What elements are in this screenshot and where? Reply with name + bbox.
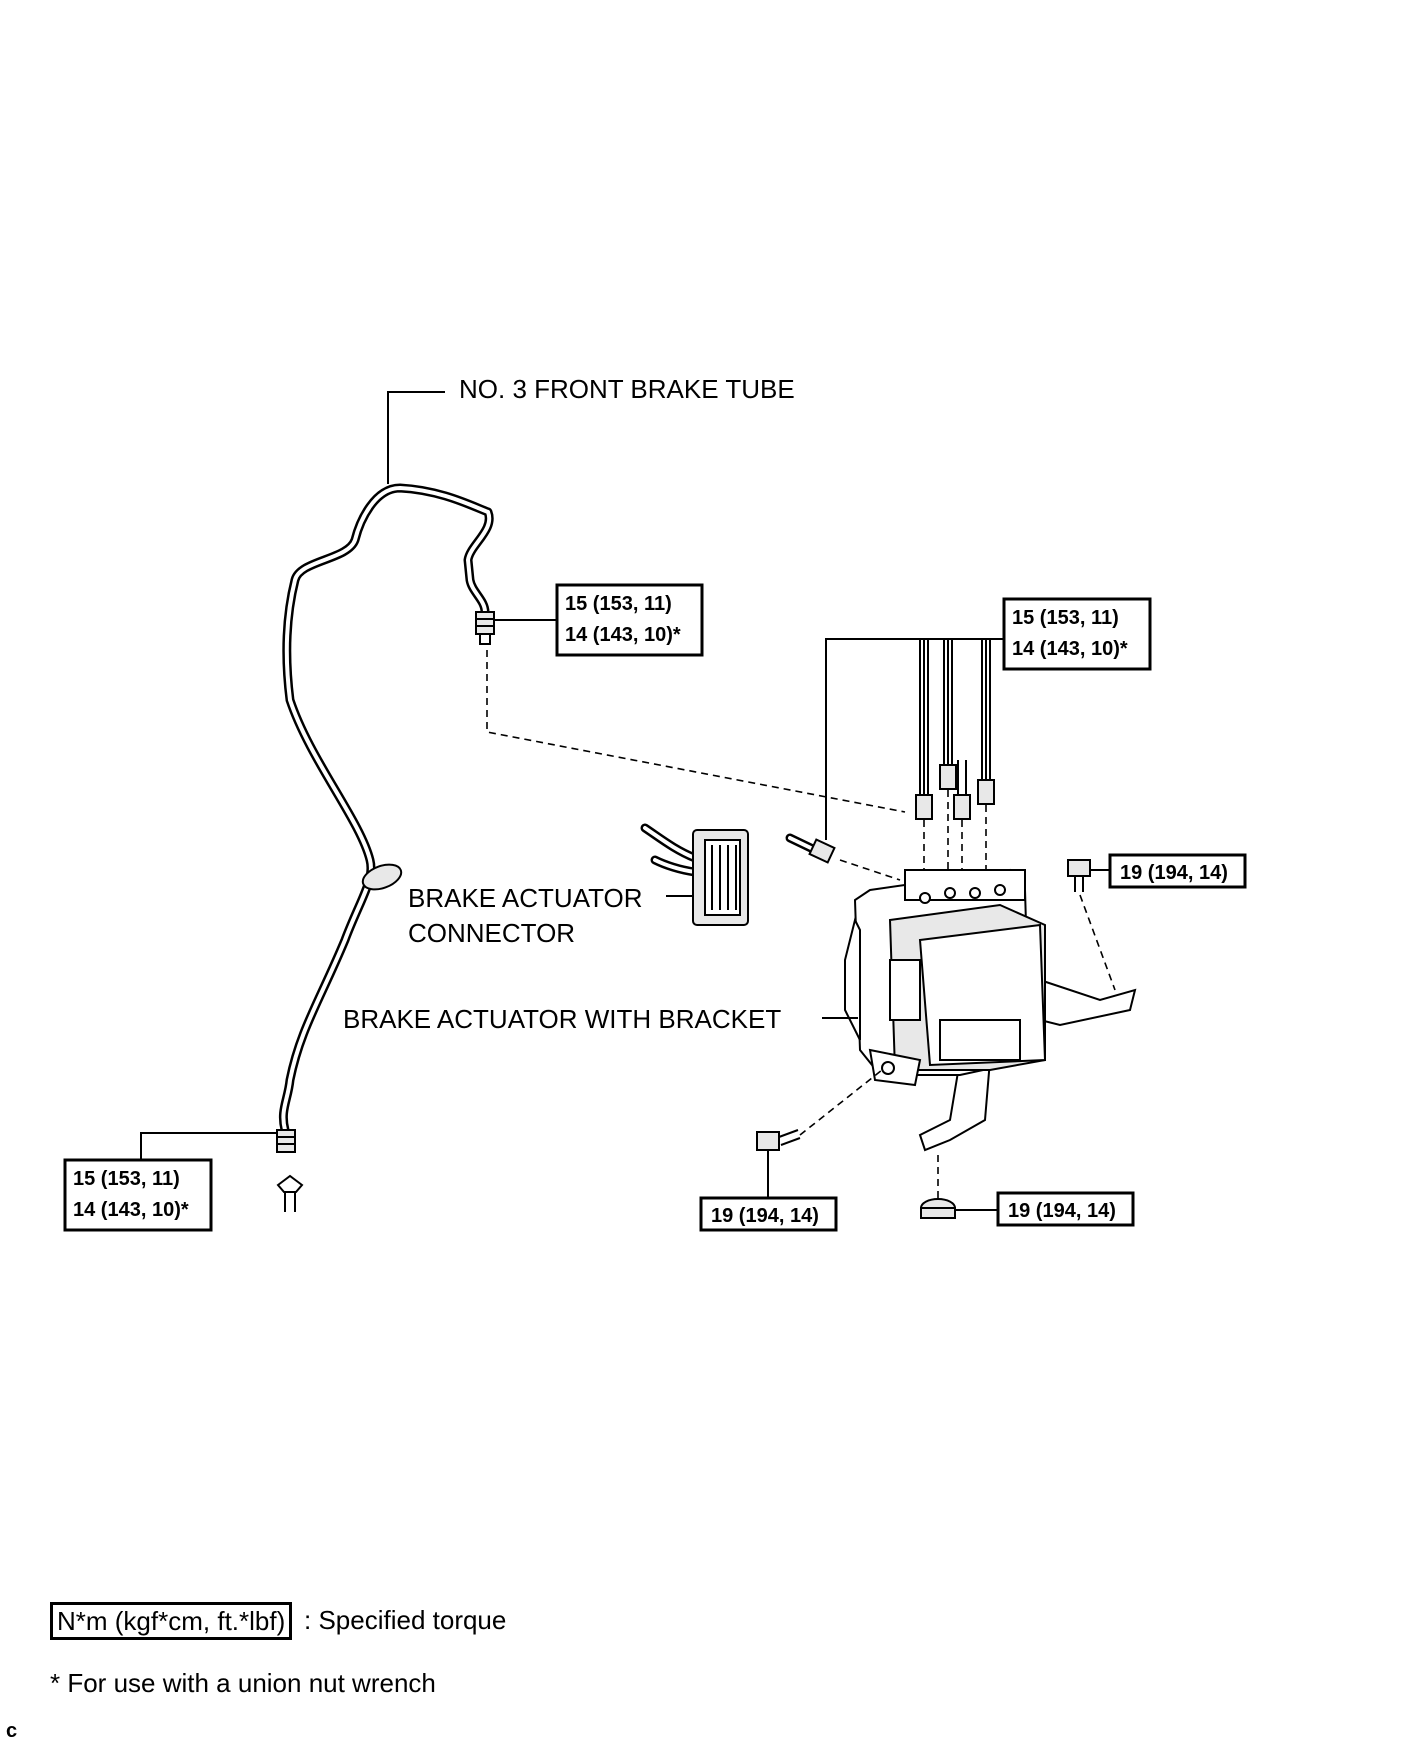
brake-actuator-connector xyxy=(640,823,749,926)
torque-box-bolt-right: 19 (194, 14) xyxy=(1108,853,1247,889)
grommet xyxy=(361,863,403,891)
torque-tube-top-line1: 15 (153, 11) xyxy=(565,593,672,615)
label-connector-line2: CONNECTOR xyxy=(408,918,575,948)
legend-torque-unit-box: N*m (kgf*cm, ft.*lbf) xyxy=(50,1602,293,1640)
brake-actuator-body xyxy=(844,868,1137,1152)
union-nut-bottom xyxy=(276,1129,296,1153)
union-nut-top xyxy=(475,611,495,635)
bolt-right xyxy=(1067,859,1091,892)
actuator-tubes xyxy=(785,640,995,864)
torque-bolt-right: 19 (194, 14) xyxy=(1120,862,1228,884)
torque-tube-top-line2: 14 (143, 10)* xyxy=(565,624,681,646)
front-brake-tube xyxy=(276,483,495,1212)
torque-actuator-line2: 14 (143, 10)* xyxy=(1012,638,1128,660)
bolt-left xyxy=(756,1129,801,1151)
nut-bottom xyxy=(920,1198,956,1219)
label-front-brake-tube: NO. 3 FRONT BRAKE TUBE xyxy=(459,374,795,404)
label-actuator-with-bracket: BRAKE ACTUATOR WITH BRACKET xyxy=(343,1004,781,1034)
torque-bolt-left: 19 (194, 14) xyxy=(711,1205,819,1227)
tube-clip xyxy=(276,1174,304,1212)
footnote-union-nut-wrench: * For use with a union nut wrench xyxy=(50,1668,436,1698)
torque-tube-bottom-line1: 15 (153, 11) xyxy=(73,1168,180,1190)
torque-box-bolt-left: 19 (194, 14) xyxy=(699,1196,838,1232)
torque-tube-bottom-line2: 14 (143, 10)* xyxy=(73,1199,189,1221)
corner-mark: c xyxy=(6,1720,18,1742)
torque-actuator-line1: 15 (153, 11) xyxy=(1012,607,1119,629)
torque-box-tube-top: 15 (153, 11) 14 (143, 10)* xyxy=(555,583,704,657)
torque-box-nut-bottom: 19 (194, 14) xyxy=(996,1191,1135,1227)
torque-box-tube-bottom: 15 (153, 11) 14 (143, 10)* xyxy=(63,1158,213,1232)
torque-box-actuator: 15 (153, 11) 14 (143, 10)* xyxy=(1002,597,1152,671)
torque-nut-bottom: 19 (194, 14) xyxy=(1008,1200,1116,1222)
label-connector-line1: BRAKE ACTUATOR xyxy=(408,883,643,913)
assembly-guides xyxy=(486,650,1116,1200)
legend-specified-torque: : Specified torque xyxy=(304,1605,507,1635)
